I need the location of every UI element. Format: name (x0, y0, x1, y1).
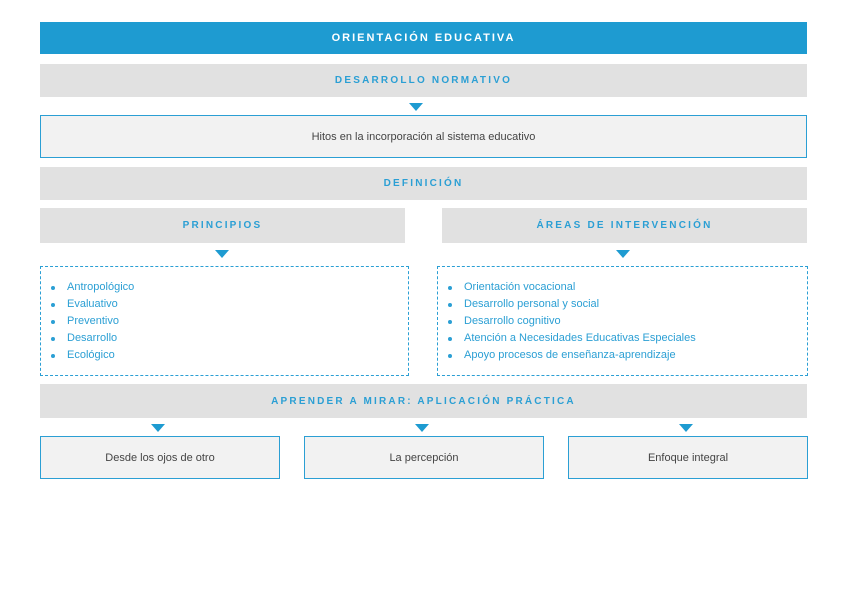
principios-list-box: Antropológico Evaluativo Preventivo Desa… (40, 266, 409, 376)
practica-box: La percepción (304, 436, 544, 479)
areas-heading: ÁREAS DE INTERVENCIÓN (442, 208, 807, 243)
hitos-box: Hitos en la incorporación al sistema edu… (40, 115, 807, 158)
arrow-down-icon (215, 250, 229, 258)
list-item: Orientación vocacional (446, 279, 807, 296)
areas-list-box: Orientación vocacional Desarrollo person… (437, 266, 808, 376)
areas-list: Orientación vocacional Desarrollo person… (446, 279, 807, 364)
practica-box: Enfoque integral (568, 436, 808, 479)
arrow-down-icon (409, 103, 423, 111)
diagram-title: ORIENTACIÓN EDUCATIVA (40, 22, 807, 54)
arrow-down-icon (415, 424, 429, 432)
list-item: Evaluativo (49, 296, 408, 313)
list-item: Preventivo (49, 313, 408, 330)
list-item: Atención a Necesidades Educativas Especi… (446, 330, 807, 347)
principios-list: Antropológico Evaluativo Preventivo Desa… (49, 279, 408, 364)
practica-box: Desde los ojos de otro (40, 436, 280, 479)
list-item: Desarrollo (49, 330, 408, 347)
list-item: Desarrollo cognitivo (446, 313, 807, 330)
arrow-down-icon (151, 424, 165, 432)
list-item: Desarrollo personal y social (446, 296, 807, 313)
desarrollo-normativo-bar: DESARROLLO NORMATIVO (40, 64, 807, 97)
definicion-bar: DEFINICIÓN (40, 167, 807, 200)
list-item: Apoyo procesos de enseñanza-aprendizaje (446, 347, 807, 364)
list-item: Ecológico (49, 347, 408, 364)
arrow-down-icon (679, 424, 693, 432)
arrow-down-icon (616, 250, 630, 258)
aprender-a-mirar-bar: APRENDER A MIRAR: APLICACIÓN PRÁCTICA (40, 384, 807, 418)
list-item: Antropológico (49, 279, 408, 296)
principios-heading: PRINCIPIOS (40, 208, 405, 243)
